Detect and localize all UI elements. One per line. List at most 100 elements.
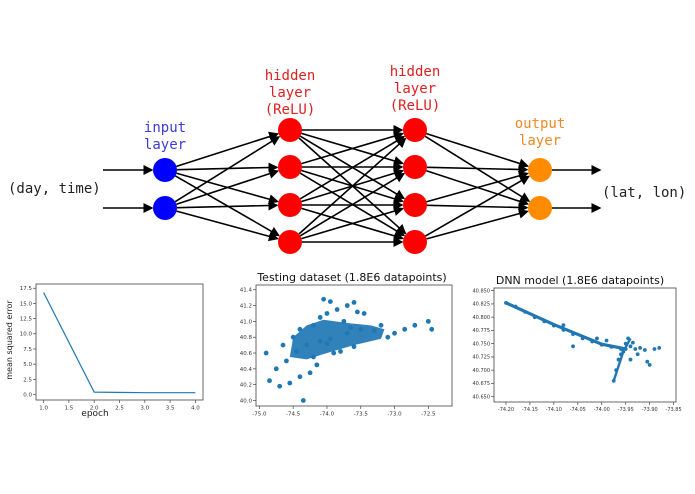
x-tick-label: -73.5 <box>354 412 369 418</box>
data-point <box>429 326 435 332</box>
data-point <box>324 311 330 316</box>
y-tick-label: 17.5 <box>20 286 33 292</box>
x-tick-label: -73.85 <box>666 407 682 413</box>
x-tick-label: -74.15 <box>522 407 538 413</box>
loss-chart-xlabel: epoch <box>81 409 108 419</box>
x-tick-label: -74.05 <box>570 407 586 413</box>
connection-arrow <box>174 136 281 203</box>
data-point <box>321 296 326 302</box>
data-point <box>628 357 633 362</box>
connection-arrow <box>176 200 279 211</box>
connection-arrow <box>176 131 280 168</box>
y-tick-label: 41.0 <box>240 319 253 325</box>
data-point <box>280 342 286 348</box>
data-point <box>317 315 323 320</box>
plot-frame <box>255 284 453 407</box>
data-point <box>284 358 289 364</box>
neuron-node <box>403 155 427 179</box>
x-tick-label: -73.90 <box>642 407 658 413</box>
data-point <box>657 346 662 350</box>
layer-label-line: input <box>144 120 186 136</box>
output-targets-label: (lat, lon) <box>602 185 686 201</box>
data-point <box>327 299 333 305</box>
loss-series-line <box>43 292 196 394</box>
connection-arrow <box>299 172 406 237</box>
x-tick-label: -74.10 <box>546 407 562 413</box>
data-point <box>378 322 384 328</box>
neuron-node <box>403 230 427 254</box>
dense-diagonal-band <box>505 301 627 351</box>
loss-chart-ylabel: mean squared error <box>5 300 14 380</box>
y-tick-label: 5.0 <box>23 362 32 368</box>
data-point <box>361 311 367 316</box>
testing-dataset-chart: Testing dataset (1.8E6 datapoints) -75.0… <box>240 271 453 418</box>
y-tick-label: 0.0 <box>23 392 32 398</box>
x-tick-label: -74.20 <box>498 407 514 413</box>
neural-network-diagram: inputlayerhiddenlayer(ReLU)hiddenlayer(R… <box>8 64 686 254</box>
dense-vertical-band <box>612 337 632 382</box>
data-point <box>571 344 575 349</box>
neuron-node <box>153 158 177 182</box>
data-point <box>287 380 293 386</box>
connection-arrow <box>176 168 280 206</box>
x-tick-label: 1.0 <box>39 406 48 412</box>
plot-frame <box>35 283 204 401</box>
testing-chart-title: Testing dataset (1.8E6 datapoints) <box>256 271 446 284</box>
data-point <box>633 347 638 351</box>
connection-arrow <box>426 170 529 203</box>
layer-label-line: layer <box>519 133 561 149</box>
y-tick-label: 41.4 <box>240 288 253 294</box>
data-point <box>338 349 343 354</box>
data-point <box>354 309 360 315</box>
layer-label-line: hidden <box>390 64 441 80</box>
connection-arrow <box>426 208 529 240</box>
data-point <box>300 398 306 403</box>
data-point <box>638 346 642 350</box>
x-tick-label: 3.5 <box>166 406 175 412</box>
x-tick-label: -72.5 <box>421 412 436 418</box>
data-point <box>267 378 272 384</box>
data-point <box>645 359 650 364</box>
y-tick-label: 10.0 <box>20 332 33 338</box>
connection-arrow <box>301 131 404 165</box>
y-tick-label: 40.650 <box>473 394 491 400</box>
data-point <box>604 338 609 343</box>
neuron-node <box>153 196 177 220</box>
y-tick-label: 40.4 <box>240 367 253 373</box>
x-tick-label: -74.00 <box>594 407 610 413</box>
x-tick-label: 1.5 <box>65 406 74 412</box>
x-tick-label: -74.0 <box>320 412 335 418</box>
data-point <box>412 322 418 328</box>
connection-arrow <box>426 164 529 175</box>
io-arrows <box>103 165 602 213</box>
y-tick-label: 7.5 <box>23 347 32 353</box>
data-point <box>392 330 397 336</box>
y-tick-label: 40.6 <box>240 351 253 357</box>
data-point <box>307 370 313 376</box>
data-point <box>647 362 652 367</box>
data-point <box>334 307 340 312</box>
dnn-model-chart: DNN model (1.8E6 datapoints) -74.20 -74.1… <box>473 274 682 413</box>
network-nodes <box>153 118 552 254</box>
neuron-node <box>278 118 302 142</box>
data-point <box>385 334 391 340</box>
x-tick-label: 2.5 <box>115 406 124 412</box>
neuron-node <box>278 193 302 217</box>
y-tick-label: 40.775 <box>473 328 491 334</box>
data-point <box>331 350 337 356</box>
layer-label-line: layer <box>144 137 186 153</box>
plot-frame <box>493 287 677 403</box>
dnn-chart-title: DNN model (1.8E6 datapoints) <box>496 274 664 287</box>
data-point <box>277 383 283 389</box>
data-point <box>351 299 357 305</box>
x-tick-label: 4.0 <box>191 406 200 412</box>
data-point <box>297 374 303 380</box>
neuron-node <box>278 155 302 179</box>
layer-label-line: hidden <box>265 68 316 84</box>
layer-label-line: layer <box>269 85 311 101</box>
data-point <box>314 362 320 368</box>
data-point <box>344 303 350 308</box>
connection-arrow <box>176 210 279 242</box>
